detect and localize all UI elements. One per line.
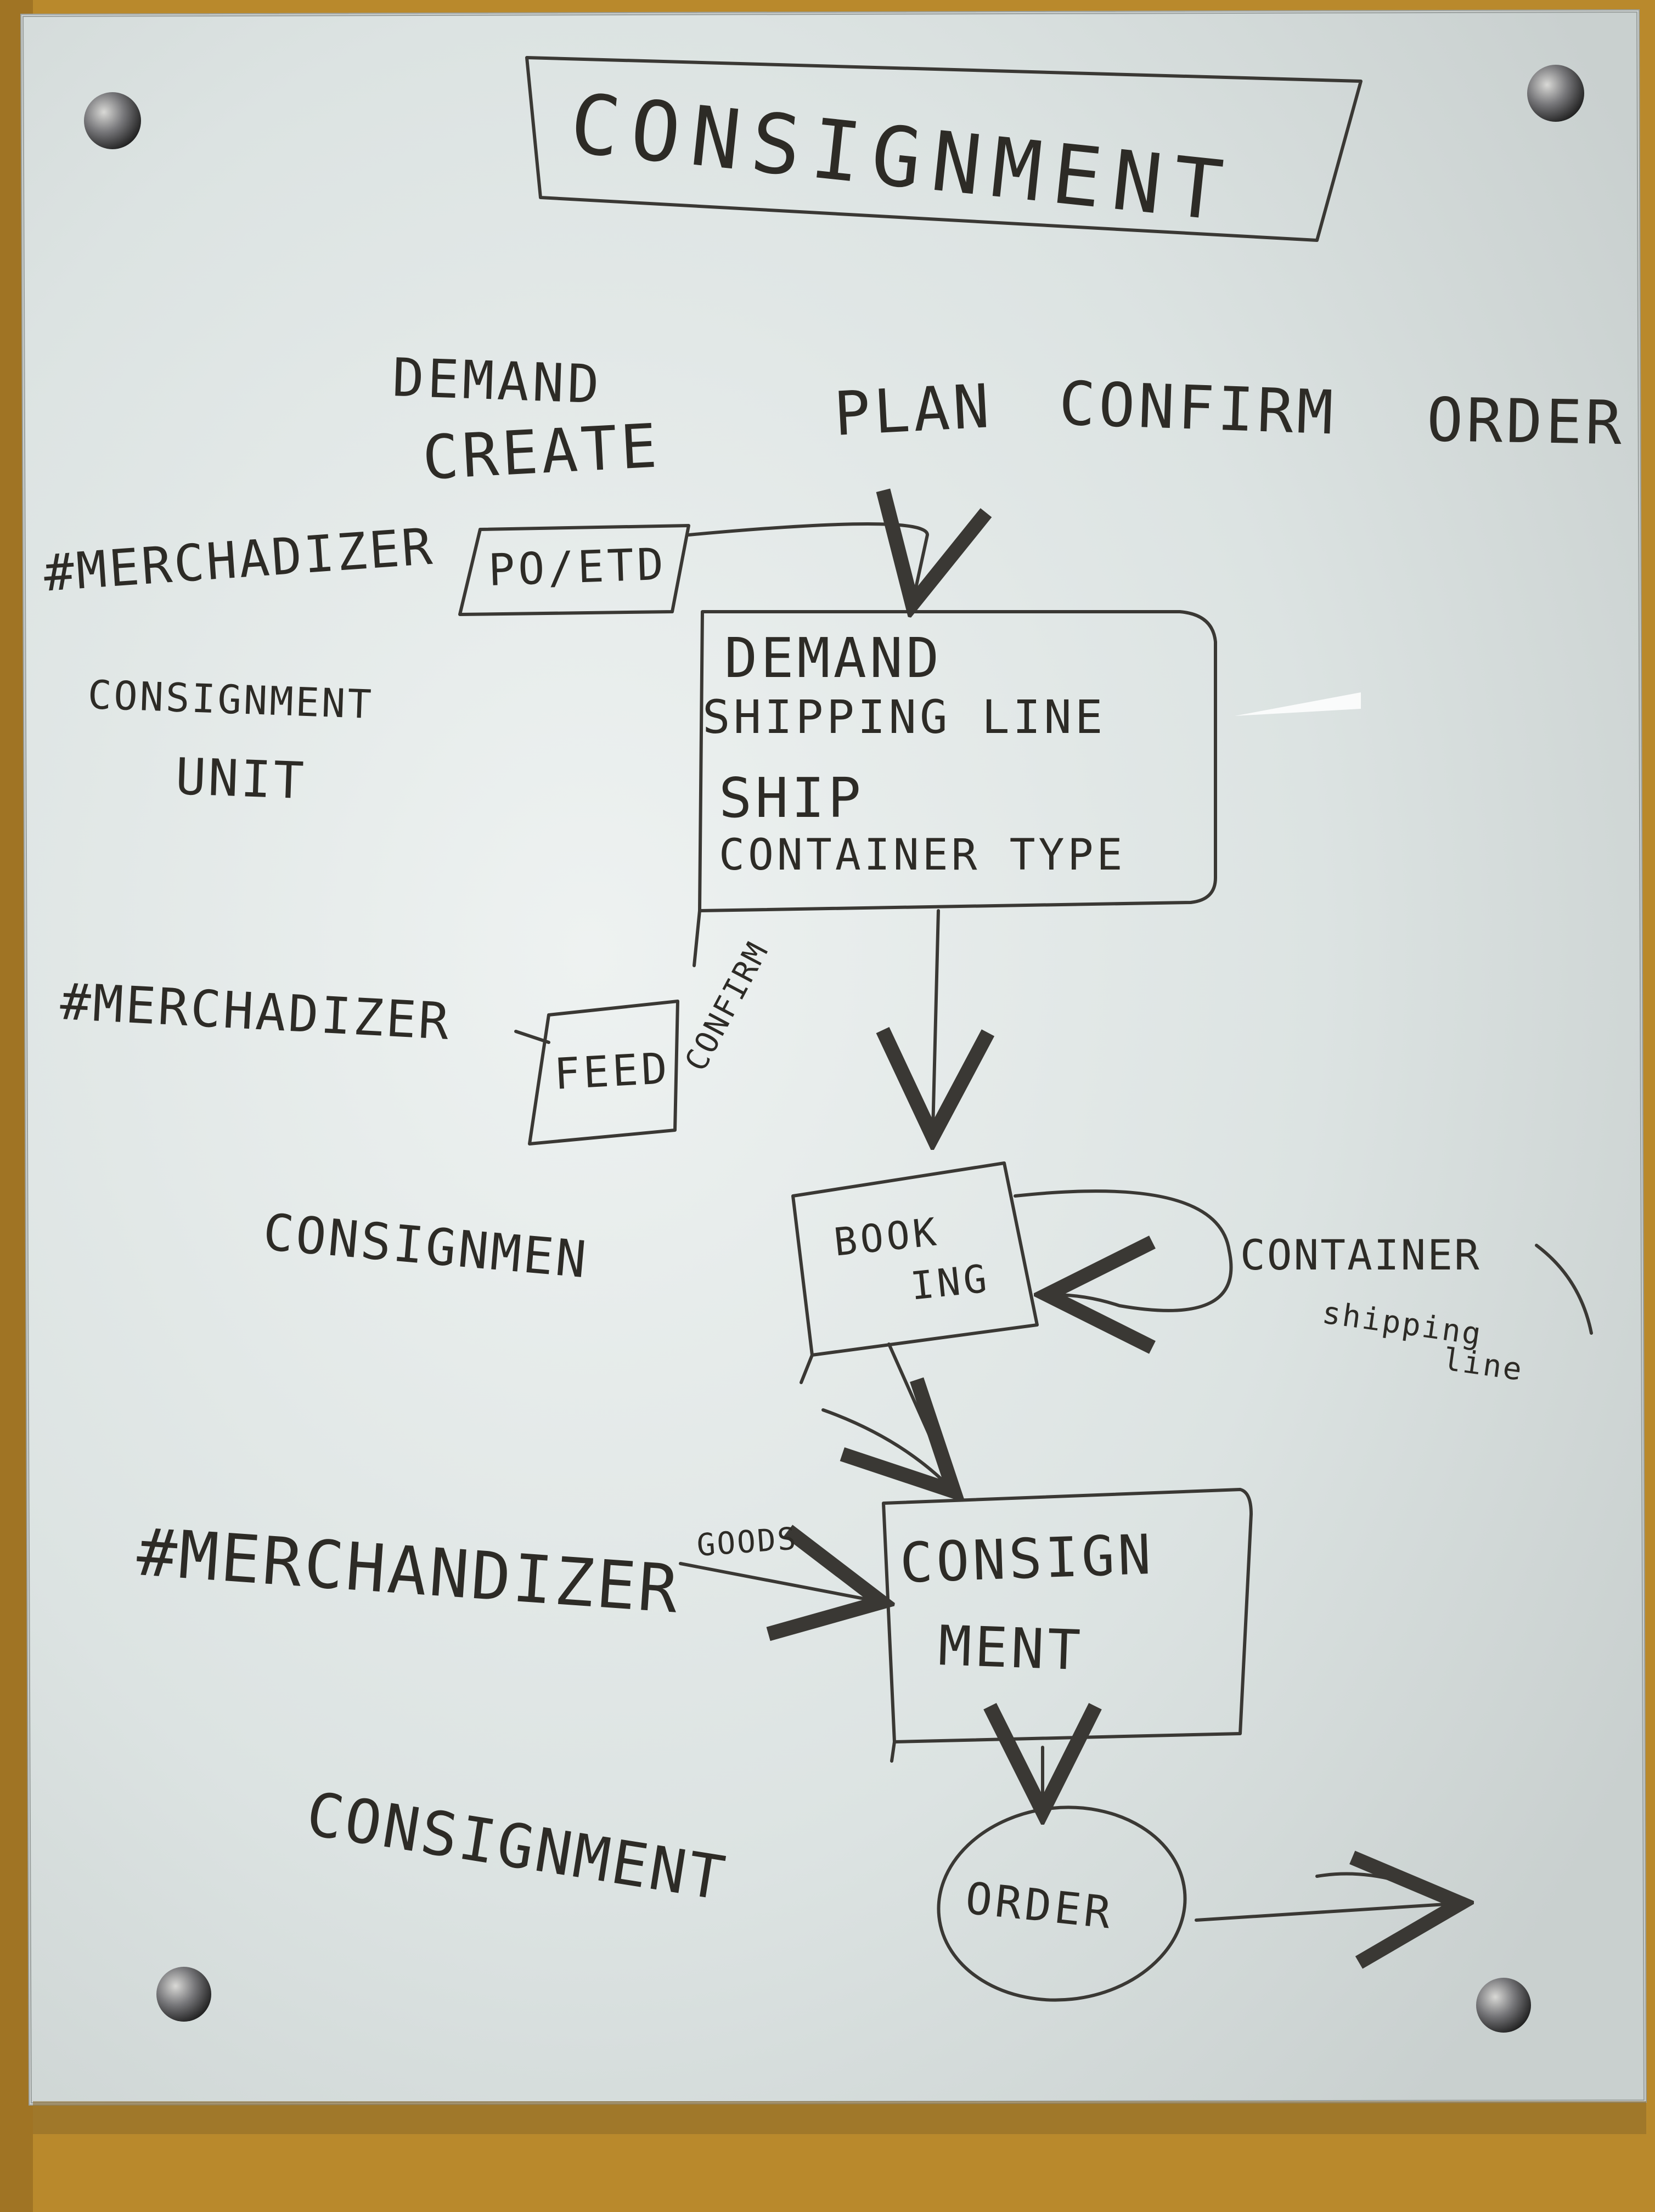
box-po-etd: PO/ETD: [487, 538, 668, 596]
demand-box-line-2: SHIPPING LINE: [702, 690, 1106, 744]
standoff-bolt-icon: [84, 65, 1584, 2033]
note-goods: GOODS: [695, 1521, 799, 1564]
whiteboard: [20, 9, 1647, 2106]
header-create: CREATE: [420, 410, 662, 493]
booking-line-1: BOOK: [831, 1209, 942, 1265]
demand-box-line-1: DEMAND: [724, 626, 943, 690]
note-container: CONTAINER: [1240, 1231, 1481, 1279]
box-feed: FEED: [553, 1043, 672, 1099]
header-demand: DEMAND: [391, 347, 604, 416]
header-confirm: CONFIRM: [1057, 368, 1338, 448]
consignment-box-line-2: MENT: [937, 1613, 1085, 1683]
consignment-box-line-1: CONSIGN: [898, 1522, 1156, 1595]
demand-box-line-3: SHIP: [719, 766, 864, 830]
label-unit: UNIT: [174, 747, 307, 811]
booking-line-2: ING: [908, 1256, 992, 1309]
header-plan: PLAN: [832, 370, 994, 449]
header-order: ORDER: [1426, 385, 1626, 459]
demand-box-line-4: CONTAINER TYPE: [719, 831, 1126, 880]
label-consignment: CONSIGNMENT: [87, 672, 374, 728]
